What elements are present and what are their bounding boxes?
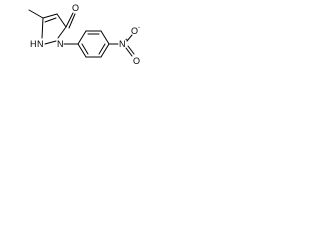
benzene-bond-1 — [77, 30, 87, 45]
atom-carbonyl-oxygen: O — [72, 3, 79, 13]
nitro-bond-double-a — [125, 47, 133, 57]
bond-n2-c3 — [41, 17, 44, 39]
bond-c4-c5 — [56, 13, 67, 28]
bond-n1-n2 — [44, 40, 57, 45]
atom-nitro-plus: + — [125, 38, 129, 44]
bond-c3-c4-double — [44, 17, 57, 23]
chemical-structure-diagram: O N N H N + O - O — [28, 3, 140, 66]
bond-c3-c4 — [42, 13, 58, 19]
nitro-bond-double-b — [127, 45, 135, 55]
benzene-bond-6 — [77, 43, 87, 58]
bond-c5-o-1 — [65, 12, 74, 28]
nitro-bond-single — [126, 34, 133, 42]
atom-nitro-oxygen-single: O — [131, 26, 138, 36]
bond-c5-n1 — [57, 26, 67, 39]
atom-nitro-oxygen-double: O — [133, 56, 140, 66]
atom-ring-nitrogen-aryl: N — [57, 39, 64, 49]
benzene-double-3 — [81, 43, 89, 55]
atom-ring-nitrogen-h-hydrogen: H — [30, 39, 37, 49]
atom-nitro-minus: - — [138, 25, 140, 31]
atom-ring-nitrogen-h: N — [37, 39, 44, 49]
atom-nitro-nitrogen: N — [119, 39, 126, 49]
benzene-bond-3 — [100, 30, 110, 45]
bond-c5-o-2 — [68, 13, 76, 29]
bond-c3-methyl — [28, 9, 44, 19]
benzene-double-2 — [98, 43, 106, 55]
benzene-bond-4 — [100, 43, 110, 58]
